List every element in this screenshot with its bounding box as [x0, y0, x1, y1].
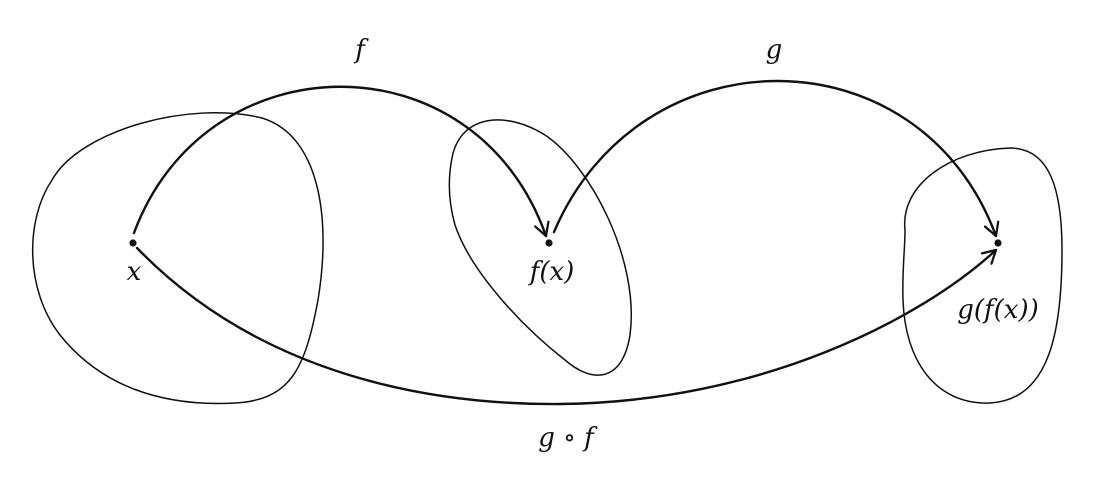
label-x: x	[127, 257, 142, 287]
domain-set-outline	[32, 112, 324, 405]
arrow-composition	[135, 246, 998, 406]
middle-set-outline	[448, 119, 632, 376]
label-g-of-f-of-x: g(f(x))	[957, 295, 1039, 325]
point-gfx	[994, 239, 1002, 247]
point-fx	[545, 239, 553, 247]
point-x	[129, 239, 137, 247]
label-f-of-x: f(x)	[528, 257, 575, 287]
codomain-set-outline	[902, 147, 1063, 404]
arrow-g	[552, 79, 1000, 238]
arrow-f	[132, 85, 550, 238]
label-g: g	[766, 35, 783, 65]
label-f: f	[353, 35, 369, 65]
label-composition: g ∘ f	[538, 423, 598, 453]
